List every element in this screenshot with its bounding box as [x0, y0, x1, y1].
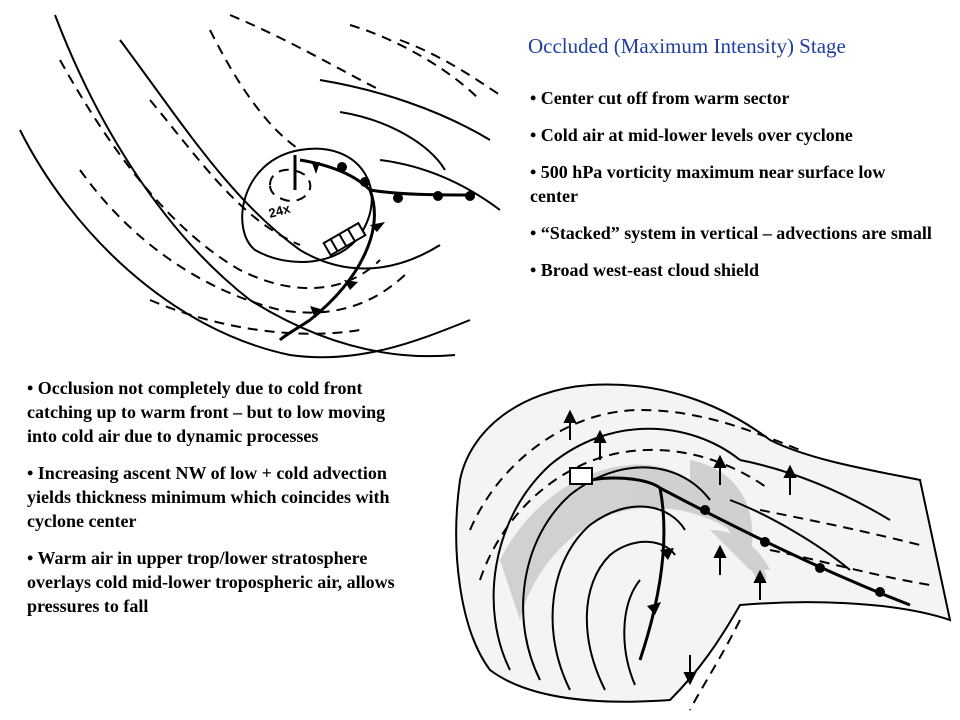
stippled-cloud-area: [710, 530, 770, 570]
ascent-arrow: [563, 409, 577, 440]
cloud-symbol: [322, 221, 367, 257]
streamline: [729, 499, 851, 571]
streamline: [551, 505, 686, 691]
streamline: [585, 540, 676, 691]
bullet-ascent: • Increasing ascent NW of low + cold adv…: [27, 463, 390, 531]
isobar: [319, 79, 491, 141]
cold-front: [278, 189, 376, 342]
surface-map-figure: 24x: [19, 14, 501, 359]
warm-front-semicircle: [815, 563, 825, 573]
thickness-line: [399, 39, 501, 96]
thickness-line: [349, 24, 481, 101]
warm-front-semicircle: [360, 177, 370, 187]
cold-front-triangle: [660, 548, 674, 560]
left-bullet-list: • Occlusion not completely due to cold f…: [27, 376, 407, 631]
warm-front-semicircle: [337, 162, 347, 172]
slide-title: Occluded (Maximum Intensity) Stage: [528, 34, 846, 58]
isobar: [119, 39, 441, 270]
descent-arrow: [683, 655, 697, 686]
thickness-line: [229, 14, 381, 91]
isobar: [379, 159, 501, 211]
warm-front-semicircle: [875, 587, 885, 597]
thickness-line: [149, 99, 301, 246]
cold-front-triangle: [370, 222, 385, 232]
bullet-center-cut-off: • Center cut off from warm sector: [530, 88, 790, 108]
occluded-front: [589, 476, 661, 490]
cold-front-triangle: [647, 602, 661, 615]
contour: [469, 408, 801, 531]
cold-front: [638, 487, 666, 661]
thickness-line: [59, 59, 381, 290]
ascent-arrow: [783, 464, 797, 495]
bullet-warm-air: • Warm air in upper trop/lower stratosph…: [27, 548, 395, 616]
contour: [689, 619, 741, 711]
occluded-front-triangle: [312, 162, 320, 174]
bullet-occlusion: • Occlusion not completely due to cold f…: [27, 378, 386, 446]
warm-front: [369, 188, 476, 197]
streamline: [492, 427, 741, 671]
warm-front-semicircle: [393, 193, 403, 203]
isobar: [54, 14, 456, 358]
stippled-cloud-area: [500, 464, 730, 620]
cloud-shield-figure: [455, 383, 952, 711]
streamline: [623, 579, 641, 686]
contour: [759, 509, 921, 546]
bullet-stacked-system: • “Stacked” system in vertical – advecti…: [530, 223, 932, 243]
cold-front-triangle: [344, 280, 358, 290]
cold-front-triangle: [310, 306, 324, 318]
low-center-box: [569, 467, 593, 485]
map-label-24x: 24x: [267, 201, 293, 221]
warm-front-semicircle: [433, 191, 443, 201]
ascent-arrow: [713, 454, 727, 485]
ascent-arrow: [593, 429, 607, 460]
streamline: [522, 466, 711, 681]
thickness-line: [79, 169, 411, 314]
isobar: [339, 111, 446, 171]
bullet-cold-air: • Cold air at mid-lower levels over cycl…: [530, 125, 853, 145]
streamline: [739, 459, 891, 521]
ascent-arrow: [713, 544, 727, 575]
contour: [479, 448, 771, 581]
isobar: [241, 147, 373, 263]
warm-front-semicircle: [700, 505, 710, 515]
ascent-arrow: [753, 569, 767, 600]
isobar: [19, 129, 471, 359]
bullet-cloud-shield: • Broad west-east cloud shield: [530, 260, 759, 280]
warm-front-semicircle: [465, 191, 475, 201]
cloud-shield-outline: [455, 383, 952, 703]
warm-front-semicircle: [760, 537, 770, 547]
thickness-line: [149, 299, 361, 335]
thickness-line: [209, 29, 301, 151]
right-bullet-list: • Center cut off from warm sector • Cold…: [530, 86, 935, 295]
bullet-vorticity-maximum: • 500 hPa vorticity maximum near surface…: [530, 162, 886, 206]
thickness-line: [268, 168, 312, 202]
